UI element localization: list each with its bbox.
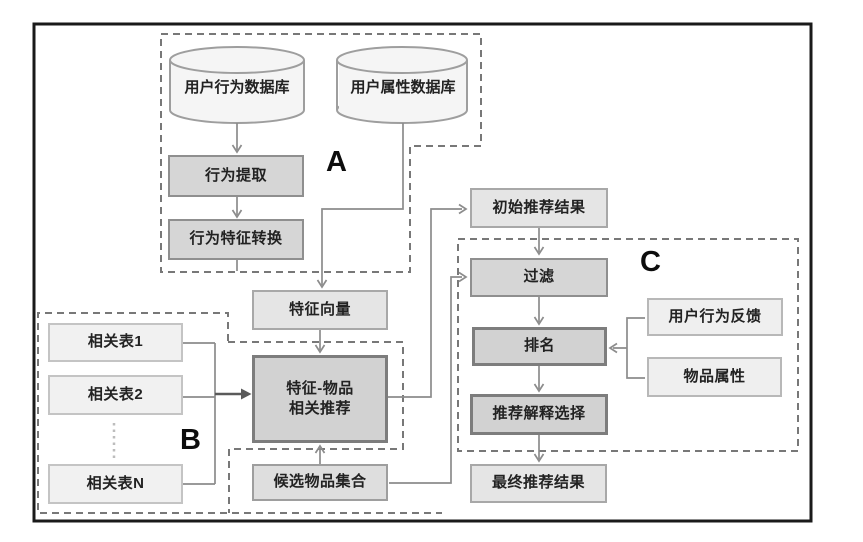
node-initial-results: 初始推荐结果 <box>470 188 608 228</box>
recommend-module-outline <box>228 341 404 513</box>
edge-feedback-attrs-to-ranking <box>613 317 645 379</box>
connectors <box>183 123 645 485</box>
node-feature-item-recommend-line1: 特征-物品 <box>286 379 354 397</box>
node-related-table-2: 相关表2 <box>48 375 183 415</box>
group-b-outline <box>37 312 442 514</box>
node-user-behavior-feedback: 用户行为反馈 <box>647 298 783 336</box>
edge-attributedb-to-featurevector <box>321 123 404 285</box>
group-c-outline <box>457 238 799 452</box>
group-c-label: C <box>640 246 661 278</box>
group-a-label: A <box>326 146 347 178</box>
edge-relatedtables-bus <box>183 342 216 485</box>
node-user-behavior-db: 用户行为数据库 <box>184 78 290 96</box>
node-ranking: 排名 <box>472 327 607 366</box>
node-item-attributes: 物品属性 <box>647 357 782 397</box>
node-feature-item-recommend-line2: 相关推荐 <box>288 400 351 417</box>
node-filter: 过滤 <box>470 258 608 297</box>
user-attribute-db-cylinder <box>336 46 468 124</box>
database-cylinders <box>169 46 468 124</box>
outer-frame <box>32 22 813 523</box>
node-user-attribute-db: 用户属性数据库 <box>350 78 456 96</box>
edge-bus-to-recommend <box>215 388 252 400</box>
group-b-label: B <box>180 424 201 456</box>
user-behavior-db-cylinder <box>169 46 305 124</box>
edge-recommend-to-initial <box>388 208 462 398</box>
node-behavior-extraction: 行为提取 <box>168 155 304 197</box>
node-final-results: 最终推荐结果 <box>470 464 607 503</box>
node-feature-vector: 特征向量 <box>252 290 388 330</box>
node-related-table-n: 相关表N <box>48 464 183 504</box>
node-explanation-selection: 推荐解释选择 <box>470 394 608 435</box>
node-related-table-1: 相关表1 <box>48 323 183 362</box>
group-a-outline <box>160 33 482 273</box>
edge-candidates-to-filter <box>389 276 462 484</box>
node-feature-item-recommend: 特征-物品 相关推荐 <box>252 355 388 443</box>
node-behavior-feature-transform: 行为特征转换 <box>168 219 304 260</box>
node-candidate-item-set: 候选物品集合 <box>252 464 388 501</box>
